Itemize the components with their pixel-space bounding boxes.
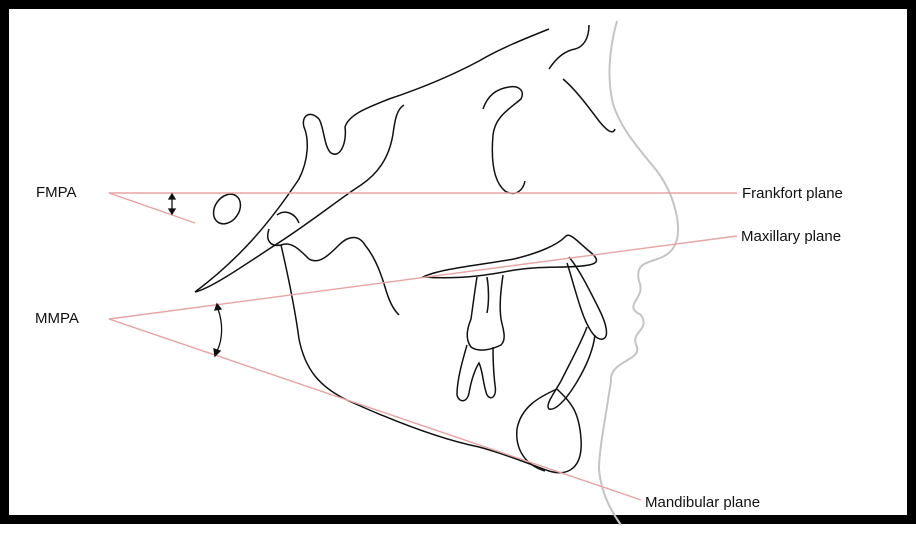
fmpa-label: FMPA <box>36 185 77 200</box>
angle-arrows <box>169 194 222 356</box>
frankfort-plane-label: Frankfort plane <box>742 186 843 201</box>
mmpa-label: MMPA <box>35 311 79 326</box>
maxillary-plane-label: Maxillary plane <box>741 229 841 244</box>
fmpa-angle-arrow <box>169 194 175 214</box>
mandibular-plane-label: Mandibular plane <box>645 495 760 510</box>
cephalometric-tracing <box>9 9 916 533</box>
mmpa-angle-arrow <box>214 304 222 356</box>
reference-planes <box>109 193 737 500</box>
maxillary-plane-line <box>109 236 737 319</box>
soft-tissue-profile <box>599 21 678 525</box>
mandibular-plane-line <box>109 319 641 500</box>
fmpa-arm-line <box>109 193 195 223</box>
skull-outline <box>195 25 615 473</box>
